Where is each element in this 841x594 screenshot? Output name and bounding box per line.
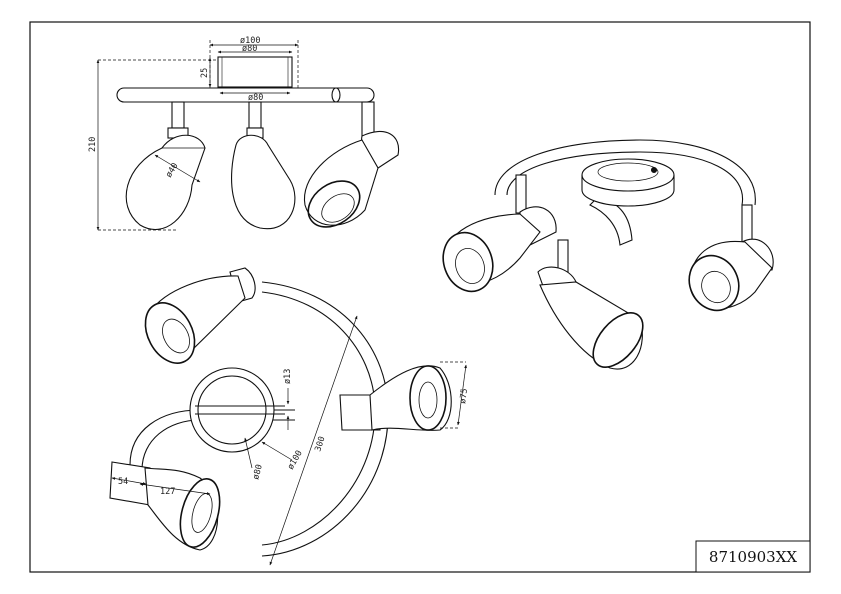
top-base-inner (197, 375, 267, 445)
spot-shade-right (303, 131, 400, 228)
mounting-bar (116, 87, 375, 103)
dim-base-inner-dia: ø80 (251, 463, 265, 480)
top-view (109, 267, 467, 566)
perspective-spot-a (442, 206, 557, 293)
drawing-frame (29, 21, 811, 573)
dim-bar-dia: ø80 (248, 93, 263, 103)
perspective-spot-b (537, 266, 644, 370)
dim-center-hole-dia: ø13 (283, 369, 293, 384)
dim-canopy-inner-dia: ø80 (242, 44, 257, 54)
perspective-ring (494, 139, 756, 206)
canopy (217, 56, 293, 88)
top-spot-bottom (109, 461, 221, 551)
dim-base-outer-dia: ø100 (286, 449, 305, 472)
top-base-outer (189, 367, 275, 453)
dim-shade-length: 127 (160, 487, 175, 497)
dim-holder-length: 54 (118, 477, 128, 487)
spot-shade-left (125, 127, 206, 231)
dim-canopy-height: 25 (200, 68, 210, 78)
perspective-view (442, 139, 774, 370)
dim-total-height: 210 (88, 137, 98, 152)
top-spot-right (339, 365, 452, 431)
dim-canopy-outer-dia: ø100 (240, 36, 260, 46)
spot-shade-middle (231, 127, 296, 230)
top-spot-left (144, 267, 256, 364)
product-code-box: 8710903XX (695, 540, 811, 573)
dim-ring-dia: 300 (313, 435, 327, 453)
front-view (96, 40, 400, 231)
dim-shade-dia-top: ø75 (458, 388, 470, 405)
perspective-spot-c (688, 238, 774, 312)
product-code: 8710903XX (709, 548, 797, 566)
